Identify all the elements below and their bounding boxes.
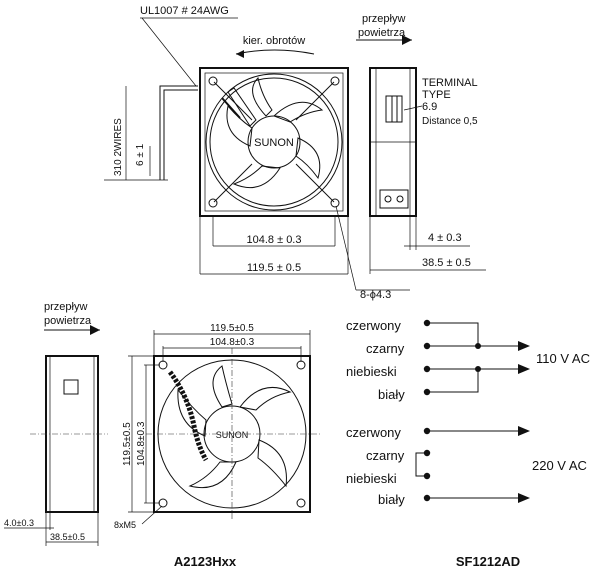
bottom-dim-height: 119.5±0.5 (122, 422, 133, 466)
bottom-dim-holes: 104.8±0.3 (210, 337, 255, 348)
terminal-value: 6.9 (422, 101, 437, 113)
model-caption-right: SF1212AD (456, 554, 520, 569)
top-fan-frame (199, 67, 349, 217)
bottom-terminal (63, 379, 79, 395)
dim-width: 119.5 ± 0.5 (247, 262, 301, 274)
top-fan-side-view: przepływ powietrza TERMINAL TYPE 6.9 Dis… (356, 13, 486, 274)
arrow-220-a (518, 426, 530, 436)
bottom-airflow-label-1: przepływ (44, 301, 87, 313)
bottom-fan-front-view: SUNON 119.5±0.5 104.8±0.3 119. (114, 323, 320, 530)
top-fan-brand: SUNON (254, 137, 294, 149)
wiring-group-220: czerwony czarny niebieski biały 220 V AC (346, 425, 587, 507)
top-fan-cable (163, 89, 198, 180)
model-caption-left: A2123Hxx (174, 554, 237, 569)
rotation-label: kier. obrotów (243, 35, 305, 47)
strip-length-label: 6 ± 1 (135, 143, 146, 166)
top-airflow-label-2: powietrza (358, 27, 406, 39)
terminal-block (385, 95, 403, 123)
hole-spec-label: 8-ϕ4.3 (360, 289, 391, 301)
wire-label-red: czerwony (346, 425, 401, 440)
top-fan-hub (247, 115, 301, 169)
rotation-arrowhead (236, 50, 244, 58)
voltage-220: 220 V AC (532, 458, 587, 473)
top-fan-mounting-holes (208, 76, 340, 208)
top-fan-strut (295, 81, 335, 121)
screw-spec-label: 8xM5 (114, 520, 136, 530)
bottom-airflow-arrowhead (90, 325, 100, 335)
cable-spec-label: UL1007 # 24AWG (140, 5, 229, 17)
wire-label-blue: niebieski (346, 364, 397, 379)
bottom-fan-brand: SUNON (216, 430, 249, 440)
bottom-dim-height-holes: 104.8±0.3 (136, 421, 147, 466)
rotation-arrow (235, 49, 315, 55)
arrow-110-a (518, 341, 530, 351)
terminal-line2: TYPE (422, 89, 451, 101)
bottom-dim-depth: 38.5±0.5 (50, 532, 85, 542)
wiring-group-110: czerwony czarny niebieski biały 110 V AC (346, 318, 590, 402)
terminal-lug (379, 189, 409, 209)
bottom-dim-width: 119.5±0.5 (210, 323, 254, 334)
top-fan-inner-ring (209, 77, 339, 207)
top-airflow-arrowhead (402, 35, 412, 45)
wiring-diagram: czerwony czarny niebieski biały 110 V AC… (346, 318, 590, 507)
terminal-distance: Distance 0,5 (422, 116, 478, 127)
wire-length-label: 310 2WIRES (113, 118, 124, 176)
top-fan-front-view: SUNON kier. obrotów UL1007 # 24AWG 310 2… (104, 5, 410, 301)
bottom-fan-blades (177, 365, 292, 488)
cable-spec-leader (141, 17, 197, 87)
arrow-220-b (518, 493, 530, 503)
top-fan-cable-clip (221, 97, 241, 119)
top-airflow-label-1: przepływ (362, 13, 405, 25)
top-fan-strut (213, 163, 253, 203)
top-dim-offset: 4 ± 0.3 (428, 232, 462, 244)
bottom-airflow-label-2: powietrza (44, 315, 92, 327)
dim-hole-spacing: 104.8 ± 0.3 (247, 234, 302, 246)
bottom-fan-cable (167, 370, 209, 462)
wire-label-blue: niebieski (346, 471, 397, 486)
wire-label-black: czarny (366, 448, 405, 463)
terminal-line1: TERMINAL (422, 77, 478, 89)
bottom-dim-offset: 4.0±0.3 (4, 518, 34, 528)
screw-spec-leader (141, 505, 163, 525)
wire-label-white: biały (378, 387, 405, 402)
top-fan-strut (213, 81, 253, 121)
top-dim-depth: 38.5 ± 0.5 (422, 257, 471, 269)
arrow-110-b (518, 364, 530, 374)
top-fan-outer-ring (205, 73, 343, 211)
wire-label-black: czarny (366, 341, 405, 356)
hole-spec-leader (335, 205, 357, 291)
top-fan-cable (159, 85, 198, 180)
top-fan-strut (295, 163, 335, 203)
top-fan-frame-inner (204, 72, 344, 212)
voltage-110: 110 V AC (536, 351, 590, 366)
wire-label-red: czerwony (346, 318, 401, 333)
top-fan-blades (226, 77, 324, 188)
bottom-fan-side-view: przepływ powietrza 4.0±0.3 38.5±0.5 (4, 301, 108, 546)
top-fan-cable-guide (227, 87, 257, 127)
wire-label-white: biały (378, 492, 405, 507)
